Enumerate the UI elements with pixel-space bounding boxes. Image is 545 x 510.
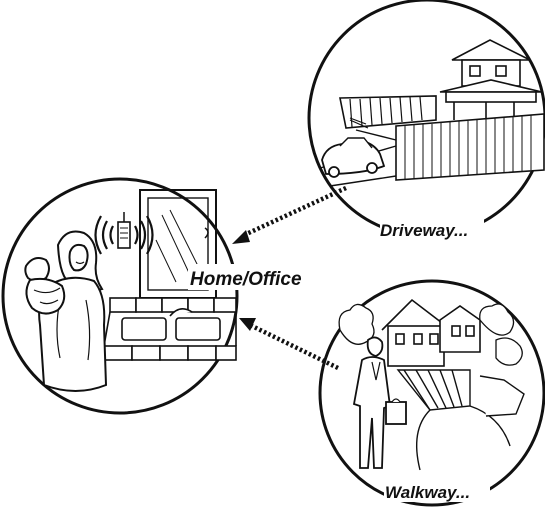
driveway-label: Driveway... <box>380 221 468 240</box>
home-office-scene <box>1 177 239 415</box>
walkway-scene <box>318 279 545 507</box>
woman-with-baby <box>24 230 108 392</box>
walkway-signal-arrow <box>239 318 339 371</box>
signal-waves-icon <box>94 215 154 255</box>
driveway-wall <box>395 113 545 181</box>
driveway-sensor-beam <box>349 117 369 129</box>
man-with-briefcase <box>352 336 407 469</box>
walkway-path <box>396 369 525 471</box>
label-backdrops <box>188 218 490 502</box>
walkway-house <box>381 298 481 367</box>
walkway-label: Walkway... <box>385 483 470 502</box>
driveway-fence <box>339 95 437 129</box>
walkway-trees <box>338 303 523 366</box>
driveway-house <box>439 39 543 120</box>
car-icon <box>321 137 386 178</box>
driveway-signal-arrow <box>232 185 347 244</box>
kitchen-counter <box>103 297 237 361</box>
motion-receiver-device <box>117 212 131 249</box>
home-office-label: Home/Office <box>190 269 302 290</box>
driveway-scene <box>307 0 545 238</box>
